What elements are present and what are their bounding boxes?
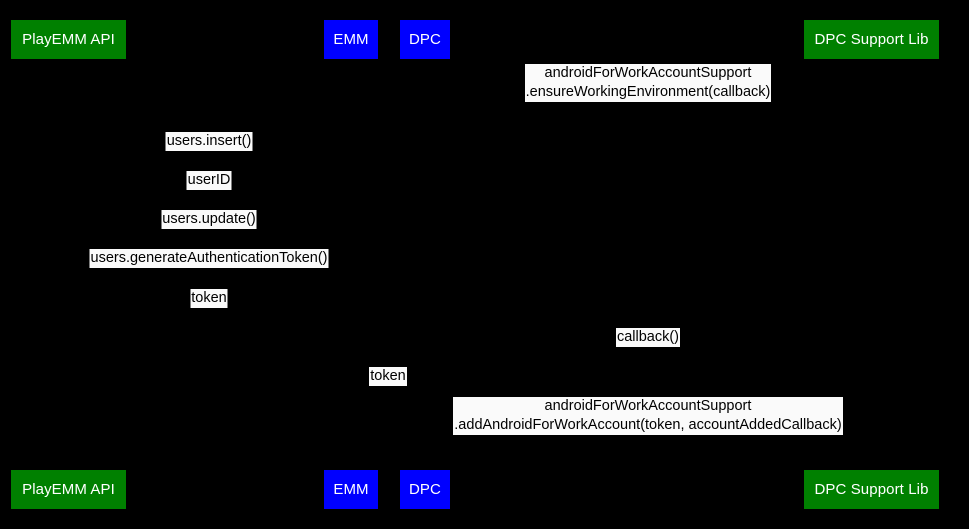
participant-label: PlayEMM API [22, 31, 115, 48]
arrowhead-icon [863, 433, 871, 439]
arrowhead-icon [342, 188, 351, 194]
lifeline-emm [351, 59, 352, 470]
message-arrow [67, 149, 351, 155]
message-ensure-working-environment[interactable]: androidForWorkAccountSupport.ensureWorki… [425, 64, 871, 106]
participant-label: DPC Support Lib [814, 31, 929, 48]
participant-emm-bottom[interactable]: EMM [324, 470, 378, 509]
message-label: users.generateAuthenticationToken() [89, 249, 329, 268]
message-userid[interactable]: userID [67, 171, 351, 194]
participant-label: PlayEMM API [22, 481, 115, 498]
message-users-update[interactable]: users.update() [67, 210, 351, 233]
participant-dpc-bottom[interactable]: DPC [400, 470, 450, 509]
message-add-android-for-work-account[interactable]: androidForWorkAccountSupport.addAndroidF… [425, 397, 871, 439]
message-arrow [425, 345, 871, 351]
message-generate-authentication-token[interactable]: users.generateAuthenticationToken() [67, 249, 351, 272]
message-arrow [67, 188, 351, 194]
arrowhead-icon [425, 345, 433, 351]
message-callback[interactable]: callback() [425, 328, 871, 351]
arrowhead-icon [67, 149, 76, 155]
message-arrow [67, 227, 351, 233]
participant-emm-top[interactable]: EMM [324, 20, 378, 59]
message-label: androidForWorkAccountSupport.addAndroidF… [453, 397, 843, 435]
arrowhead-icon [342, 306, 351, 312]
message-arrow [351, 384, 425, 390]
message-label: token [369, 367, 407, 386]
message-users-insert[interactable]: users.insert() [67, 132, 351, 155]
participant-dpc-support-lib-bottom[interactable]: DPC Support Lib [804, 470, 939, 509]
participant-label: DPC Support Lib [814, 481, 929, 498]
participant-label: EMM [333, 31, 369, 48]
message-label: androidForWorkAccountSupport.ensureWorki… [524, 64, 772, 102]
lifeline-dpc [425, 59, 426, 470]
message-label: users.update() [161, 210, 257, 229]
participant-playemm-api-bottom[interactable]: PlayEMM API [11, 470, 126, 509]
arrowhead-icon [863, 100, 871, 106]
message-arrow [425, 433, 871, 439]
message-arrow [425, 100, 871, 106]
participant-label: DPC [409, 481, 441, 498]
lifeline-playemm [68, 59, 69, 470]
participant-playemm-api-top[interactable]: PlayEMM API [11, 20, 126, 59]
message-token-to-dpc[interactable]: token [351, 367, 425, 390]
message-label: userID [186, 171, 232, 190]
arrowhead-icon [417, 384, 425, 390]
message-label: users.insert() [165, 132, 253, 151]
lifeline-dpclib [871, 59, 872, 470]
participant-dpc-support-lib-top[interactable]: DPC Support Lib [804, 20, 939, 59]
participant-label: DPC [409, 31, 441, 48]
message-arrow [67, 266, 351, 272]
arrowhead-icon [67, 266, 76, 272]
message-arrow [67, 306, 351, 312]
message-label: token [190, 289, 228, 308]
message-label: callback() [615, 328, 681, 347]
message-token-to-emm[interactable]: token [67, 289, 351, 312]
participant-dpc-top[interactable]: DPC [400, 20, 450, 59]
participant-label: EMM [333, 481, 369, 498]
arrowhead-icon [67, 227, 76, 233]
